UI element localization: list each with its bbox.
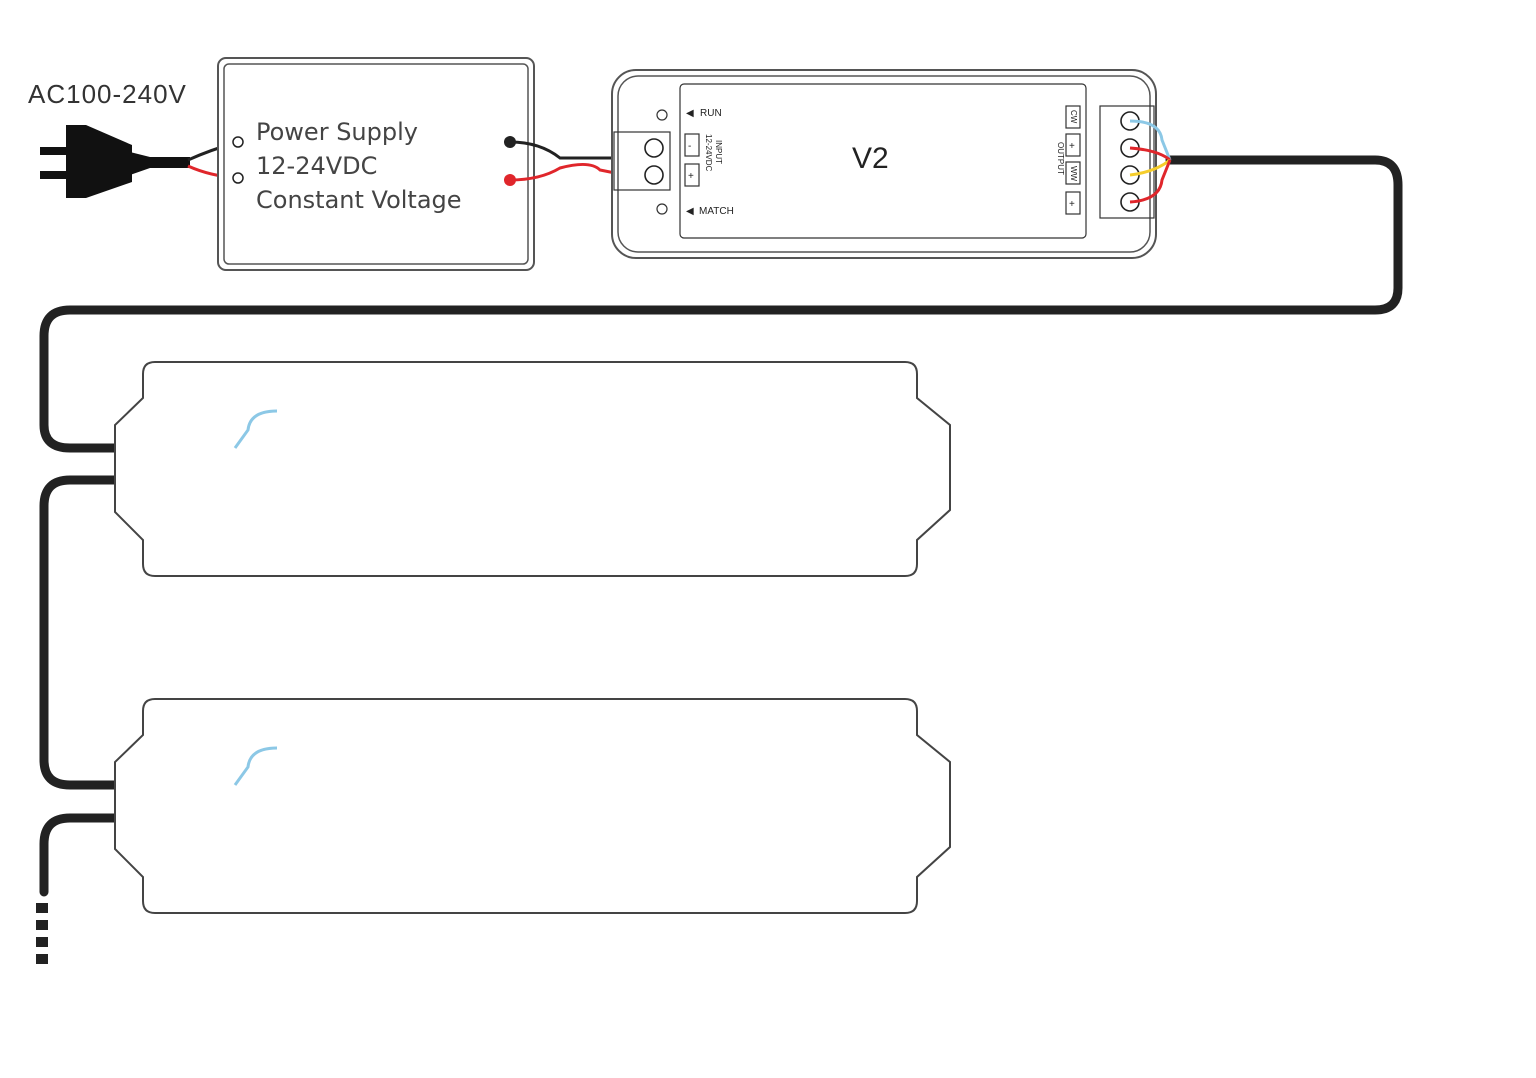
svg-text:◀: ◀: [686, 108, 694, 119]
ev2-repeater: CW V+ WW V+ 2 1 INPUT PWM SIGNAL EV2 POW…: [114, 361, 951, 577]
out-cw-label: CW: [1069, 110, 1078, 124]
input-minus: -: [688, 141, 691, 152]
cable-dash: [36, 937, 48, 947]
svg-text:◀: ◀: [686, 206, 694, 217]
controller-model: V2: [852, 142, 889, 175]
power-supply-main: Power Supply 12-24VDC Constant Voltage: [217, 57, 535, 271]
ac-label-main: AC100-240V: [28, 79, 187, 109]
psu-main-title: Power Supply: [256, 118, 418, 146]
signal-cable-main: [39, 155, 1403, 453]
input-plus: +: [688, 171, 694, 182]
repeater-group-1: CW V+ WW V+ 2 1 INPUT PWM SIGNAL EV2 POW…: [114, 361, 951, 577]
out-plus-label: +: [1069, 199, 1075, 210]
match-label: MATCH: [699, 206, 734, 217]
out-plus-label: +: [1069, 141, 1075, 152]
run-label: RUN: [700, 108, 722, 119]
cable-dash: [36, 903, 48, 913]
repeater-group-2: CW V+ WW V+ 2 1 INPUT PWM SIGNAL EV2 POW…: [114, 698, 951, 914]
psu-main-voltage: 12-24VDC: [256, 152, 377, 180]
cable-dash: [36, 920, 48, 930]
input-label: INPUT: [714, 140, 723, 164]
signal-cable-onward: [39, 813, 230, 897]
output-label: OUTPUT: [1056, 142, 1065, 175]
plug-icon: [40, 125, 190, 198]
signal-cable-link: [39, 475, 230, 790]
psu-main-type: Constant Voltage: [256, 186, 462, 214]
cable-dash: [36, 954, 48, 964]
input-voltage: 12-24VDC: [704, 134, 713, 172]
ev2-repeater: CW V+ WW V+ 2 1 INPUT PWM SIGNAL EV2 POW…: [114, 698, 951, 914]
v2-controller: ◀ RUN ◀ MATCH - + INPUT 12-24VDC V2 CW +…: [611, 69, 1157, 259]
out-ww-label: WW: [1069, 166, 1078, 182]
